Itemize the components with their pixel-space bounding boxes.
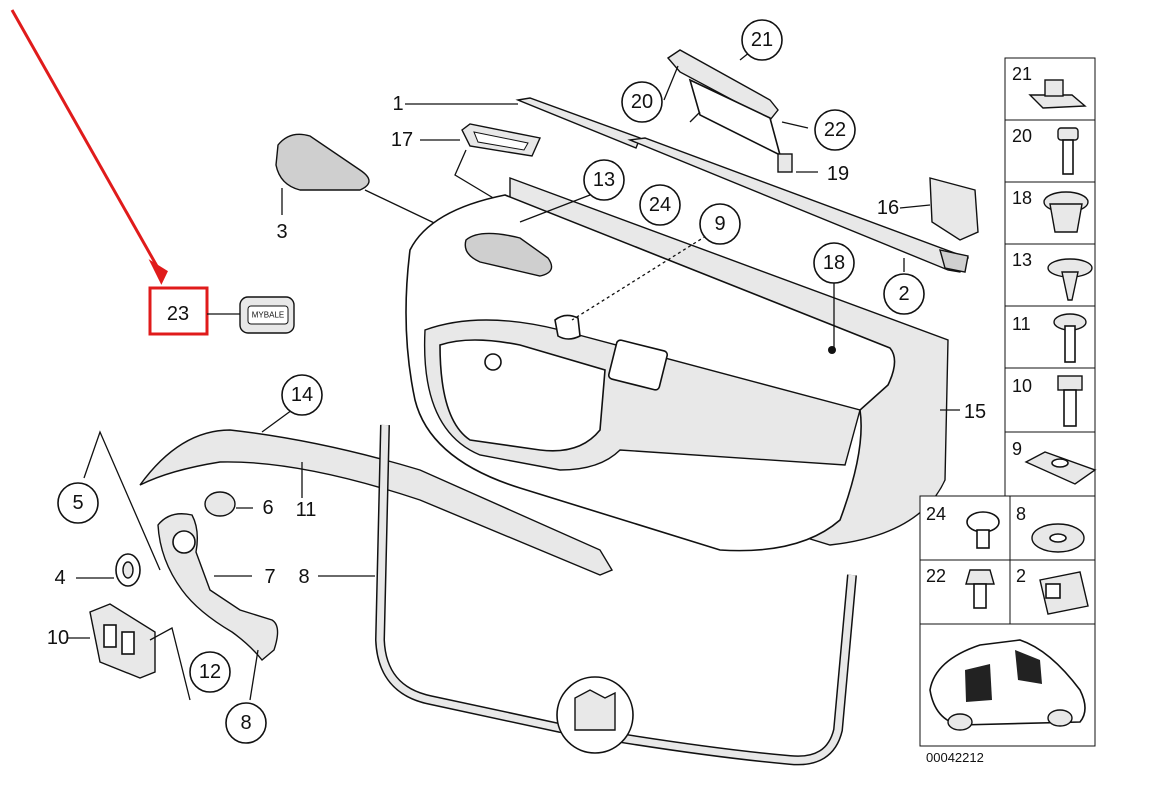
window-mechanism <box>663 43 818 173</box>
callout-9: 9 <box>714 213 725 235</box>
side-label-22: 22 <box>926 566 946 586</box>
callout-13: 13 <box>593 169 615 191</box>
part-4-door-seal <box>318 424 857 766</box>
side-label-18: 18 <box>1012 188 1032 208</box>
callout-circle-11: 5 <box>57 482 99 524</box>
side-label-8: 8 <box>1016 504 1026 524</box>
callout-17: 17 <box>391 129 413 151</box>
callout-circle-2: 2 <box>883 273 925 315</box>
callout-5: 7 <box>264 566 275 588</box>
part-16-bracket <box>899 177 979 241</box>
part-5-pull-handle <box>157 513 279 661</box>
callout-circle-13: 13 <box>583 159 625 201</box>
callout-3: 3 <box>276 221 287 243</box>
callout-8-lower: 12 <box>199 661 221 683</box>
callout-21: 21 <box>751 29 773 51</box>
callout-23: 23 <box>167 303 189 325</box>
callout-1: 1 <box>392 93 403 115</box>
callout-circle-8-lower: 12 <box>189 651 231 693</box>
screw-icon <box>1057 127 1079 175</box>
part-23-badge: MYBALE <box>207 296 295 334</box>
side-label-24: 24 <box>926 504 946 524</box>
bolt-icon <box>965 569 995 609</box>
callout-circle-20: 20 <box>621 81 663 123</box>
side-label-11: 11 <box>1012 314 1031 334</box>
part-12-cap <box>204 491 236 517</box>
part-7-bracket <box>68 603 191 701</box>
highlight-arrow <box>10 9 168 285</box>
retaining-clip-icon <box>1039 571 1089 615</box>
grommet-icon <box>1031 523 1085 553</box>
side-label-9: 9 <box>1012 439 1022 459</box>
side-panel: 21 20 18 13 11 10 9 24 8 22 2 <box>919 57 1097 747</box>
car-location-icon <box>929 639 1086 731</box>
callout-circle-10: 8 <box>225 702 267 744</box>
highlight-box <box>148 286 209 336</box>
callout-4: 8 <box>298 566 309 588</box>
door-panel <box>405 176 960 552</box>
callout-22: 22 <box>824 119 846 141</box>
callout-circle-8-upper: 14 <box>281 374 323 416</box>
callout-10: 8 <box>240 712 251 734</box>
callout-2: 2 <box>898 283 909 305</box>
callout-15: 11 <box>296 499 317 521</box>
spring-clip-icon <box>1024 451 1097 485</box>
plastic-rivet-icon <box>966 511 1000 549</box>
window-trim <box>405 97 970 273</box>
callout-circle-22: 22 <box>814 109 856 151</box>
callout-circle-21: 21 <box>741 19 783 61</box>
side-label-10: 10 <box>1012 376 1032 396</box>
callout-circle-24: 24 <box>639 184 681 226</box>
hex-screw-icon <box>1057 375 1083 427</box>
callout-6: 4 <box>54 567 65 589</box>
badge-text: MYBALE <box>252 311 284 320</box>
callout-14: 15 <box>964 401 986 423</box>
side-label-2: 2 <box>1016 566 1026 586</box>
part-17-trim <box>420 123 541 206</box>
washer-screw-icon <box>1053 313 1087 363</box>
callout-12: 6 <box>262 497 273 519</box>
part-15-armrest-trim <box>139 409 614 576</box>
expanding-clip-icon <box>1043 191 1089 233</box>
callout-16: 16 <box>877 197 899 219</box>
callout-circle-9: 9 <box>699 203 741 245</box>
callout-11: 5 <box>72 492 83 514</box>
side-label-21: 21 <box>1012 64 1032 84</box>
callout-7: 10 <box>47 627 69 649</box>
side-label-13: 13 <box>1012 250 1032 270</box>
callout-18: 18 <box>823 252 845 274</box>
callout-19: 19 <box>827 163 849 185</box>
callout-20: 20 <box>631 91 653 113</box>
push-rivet-icon <box>1047 258 1093 301</box>
document-id: 00042212 <box>926 750 984 765</box>
side-label-20: 20 <box>1012 126 1032 146</box>
clip-nut-icon <box>1028 79 1087 109</box>
part-6-washer <box>76 553 141 587</box>
callout-circle-18: 18 <box>813 242 855 284</box>
callout-8-upper: 14 <box>291 384 313 406</box>
callout-24: 24 <box>649 194 671 216</box>
